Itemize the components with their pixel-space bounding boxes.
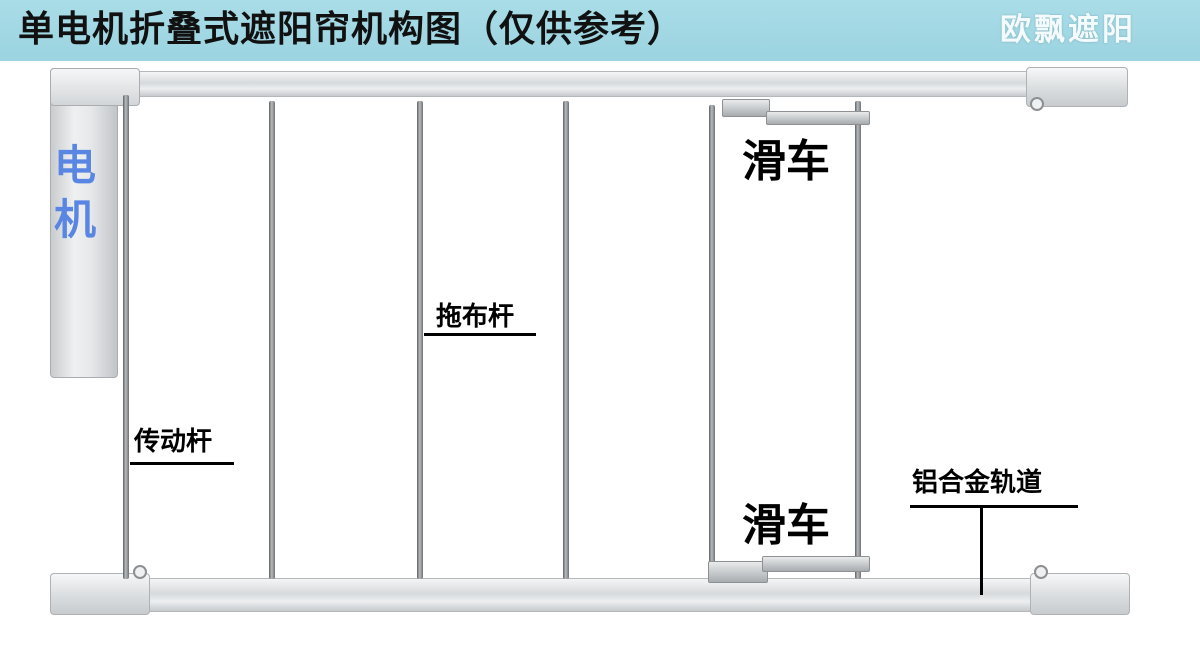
mop-rod-label-underline <box>424 333 536 336</box>
bottom-left-screw <box>133 565 147 579</box>
page-title: 单电机折叠式遮阳帘机构图（仅供参考） <box>18 9 685 50</box>
folding-rod-1 <box>269 101 275 579</box>
drive-rod-label: 传动杆 <box>134 427 213 457</box>
top-pulley-arm <box>766 111 870 125</box>
top-pulley-bracket <box>722 99 770 117</box>
bottom-pulley-arm <box>762 556 870 572</box>
mechanism-diagram: 电机 滑车 滑车 拖布杆 传动杆 铝合金轨道 <box>0 61 1200 663</box>
folding-rod-3 <box>563 101 569 579</box>
track-label: 铝合金轨道 <box>912 468 1043 498</box>
bottom-pulley-bracket <box>708 561 768 583</box>
bottom-right-screw <box>1034 565 1048 579</box>
bottom-right-end-cap <box>1030 573 1130 615</box>
pulley-label-top: 滑车 <box>742 136 830 187</box>
mop-rod <box>417 101 423 579</box>
pulley-label-bottom: 滑车 <box>742 500 830 551</box>
brand-watermark: 欧飘遮阳 <box>1000 12 1136 48</box>
track-label-underline <box>910 505 1078 508</box>
top-right-screw <box>1030 97 1044 111</box>
folding-rod-4 <box>709 105 715 579</box>
top-track <box>118 71 1035 97</box>
motor-housing <box>50 68 118 378</box>
drive-rod <box>123 95 129 579</box>
bottom-track <box>118 578 1060 612</box>
bottom-left-end-cap <box>50 573 150 615</box>
motor-label: 电机 <box>53 141 96 244</box>
drive-rod-label-underline <box>130 462 234 465</box>
mop-rod-label: 拖布杆 <box>436 302 515 332</box>
title-bar: 单电机折叠式遮阳帘机构图（仅供参考） 欧飘遮阳 <box>0 0 1200 61</box>
folding-rod-5 <box>855 101 861 579</box>
track-pointer-line <box>980 507 983 595</box>
